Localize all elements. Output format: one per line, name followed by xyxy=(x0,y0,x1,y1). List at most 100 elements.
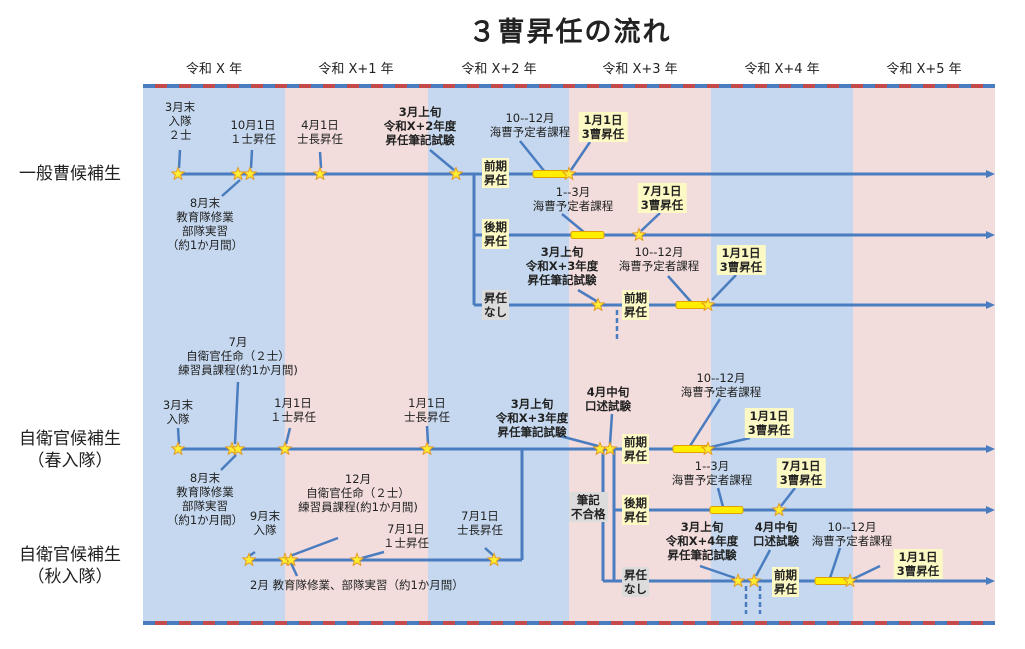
event-label: 9月末 入隊 xyxy=(249,509,281,537)
oral-exam-label: 4月中旬 口述試験 xyxy=(753,520,799,548)
year-band xyxy=(285,88,428,622)
event-label: 1月1日 １士昇任 xyxy=(270,396,316,424)
star-icon xyxy=(349,552,365,567)
arrow-head-icon xyxy=(986,231,995,239)
course-label: 1--3月 海曹予定者課程 xyxy=(532,185,614,213)
star-icon xyxy=(700,297,716,312)
tag-none: 昇任 なし xyxy=(482,290,509,320)
timeline-line xyxy=(177,149,182,169)
tag-fail: 筆記 不合格 xyxy=(569,492,608,522)
timeline-line xyxy=(640,212,661,232)
promotion-label: 1月1日 3曹昇任 xyxy=(578,112,628,142)
promotion-label: 7月1日 3曹昇任 xyxy=(637,183,687,213)
year-header: 令和 X+3 年 xyxy=(602,62,678,77)
year-band xyxy=(711,88,853,622)
event-label: 7月 自衛官任命（２士） 練習員課程(約1か月間) xyxy=(178,335,298,377)
timeline-line xyxy=(220,454,237,471)
star-icon xyxy=(730,573,746,588)
star-icon xyxy=(419,441,435,456)
star-icon xyxy=(602,441,618,456)
timeline-line xyxy=(852,564,881,581)
event-label: 4月1日 士長昇任 xyxy=(297,118,343,146)
tag-none: 昇任 なし xyxy=(622,567,649,597)
timeline-line xyxy=(828,547,842,579)
timeline-line xyxy=(361,550,385,560)
course-label: 1--3月 海曹予定者課程 xyxy=(671,459,753,487)
timeline-line xyxy=(484,547,495,557)
tag-early: 前期 昇任 xyxy=(622,290,649,320)
timeline-line xyxy=(284,427,292,445)
exam-label: 3月上旬 令和X+4年度 昇任筆記試験 xyxy=(665,520,739,562)
timeline-line xyxy=(249,149,254,169)
timeline-line xyxy=(318,151,323,169)
page-title: ３曹昇任の流れ xyxy=(468,17,672,48)
event-label: 7月1日 士長昇任 xyxy=(457,509,503,537)
star-icon xyxy=(242,166,258,181)
course-bar xyxy=(709,506,744,514)
promotion-label: 1月1日 3曹昇任 xyxy=(744,408,794,438)
course-label: 10--12月 海曹予定者課程 xyxy=(618,245,700,273)
exam-label: 3月上旬 令和X+3年度 昇任筆記試験 xyxy=(525,245,599,287)
timeline-line xyxy=(569,141,592,171)
tag-early: 前期 昇任 xyxy=(622,434,649,464)
arrow-head-icon xyxy=(986,445,995,453)
star-icon xyxy=(486,552,502,567)
arrow-head-icon xyxy=(986,301,995,309)
timeline-line xyxy=(519,140,546,173)
timeline-line xyxy=(710,436,751,449)
arrow-head-icon xyxy=(986,577,995,585)
event-label: 2月 教育隊修業、部隊実習（約1か月間） xyxy=(250,578,464,592)
oral-exam-label: 4月中旬 口述試験 xyxy=(585,385,631,413)
year-band xyxy=(569,88,711,622)
exam-label: 3月上旬 令和X+2年度 昇任筆記試験 xyxy=(383,105,457,147)
event-label: 3月末 入隊 xyxy=(162,398,194,426)
year-band xyxy=(853,88,995,622)
star-icon xyxy=(230,166,246,181)
year-header: 令和 X+4 年 xyxy=(744,62,820,77)
event-label: 7月1日 １士昇任 xyxy=(383,522,429,550)
event-label: 12月 自衛官任命（２士） 練習員課程(約1か月間) xyxy=(298,472,418,514)
row-label-autumn: 自衛官候補生 （秋入隊） xyxy=(19,545,121,587)
arrow-head-icon xyxy=(986,506,995,514)
star-icon xyxy=(170,166,186,181)
year-band xyxy=(143,88,285,622)
event-label: 8月末 教育隊修業 部隊実習 （約1か月間） xyxy=(166,471,244,527)
timeline-line xyxy=(780,487,796,507)
year-header: 令和 X+5 年 xyxy=(886,62,962,77)
timeline-line xyxy=(176,427,181,445)
timeline-line xyxy=(425,425,430,445)
timeline-line xyxy=(688,398,722,447)
promotion-label: 1月1日 3曹昇任 xyxy=(893,549,943,579)
timeline-line xyxy=(429,149,455,171)
timeline-line xyxy=(711,274,737,301)
star-icon xyxy=(842,573,858,588)
tag-late: 後期 昇任 xyxy=(482,219,509,249)
tag-early: 前期 昇任 xyxy=(482,158,509,188)
promotion-label: 7月1日 3曹昇任 xyxy=(776,458,826,488)
star-icon xyxy=(230,441,246,456)
event-label: 1月1日 士長昇任 xyxy=(404,396,450,424)
star-icon xyxy=(771,502,787,517)
star-icon xyxy=(590,297,606,312)
star-icon xyxy=(561,166,577,181)
course-label: 10--12月 海曹予定者課程 xyxy=(489,111,571,139)
arrow-head-icon xyxy=(986,170,995,178)
row-label-general: 一般曹候補生 xyxy=(19,164,121,184)
top-border xyxy=(143,84,995,88)
year-header: 令和 X+1 年 xyxy=(318,62,394,77)
event-label: 10月1日 １士昇任 xyxy=(230,118,276,146)
course-bar xyxy=(570,231,605,239)
year-header: 令和 X 年 xyxy=(185,62,243,77)
timeline-line xyxy=(289,536,339,558)
star-icon xyxy=(631,227,647,242)
event-label: 8月末 教育隊修業 部隊実習 （約1か月間） xyxy=(166,196,244,252)
timeline-line xyxy=(699,564,736,580)
star-icon xyxy=(283,552,299,567)
star-icon xyxy=(312,166,328,181)
star-icon xyxy=(277,441,293,456)
tag-late: 後期 昇任 xyxy=(622,495,649,525)
timeline-line xyxy=(561,213,586,234)
event-label: 3月末 入隊 ２士 xyxy=(164,100,196,142)
